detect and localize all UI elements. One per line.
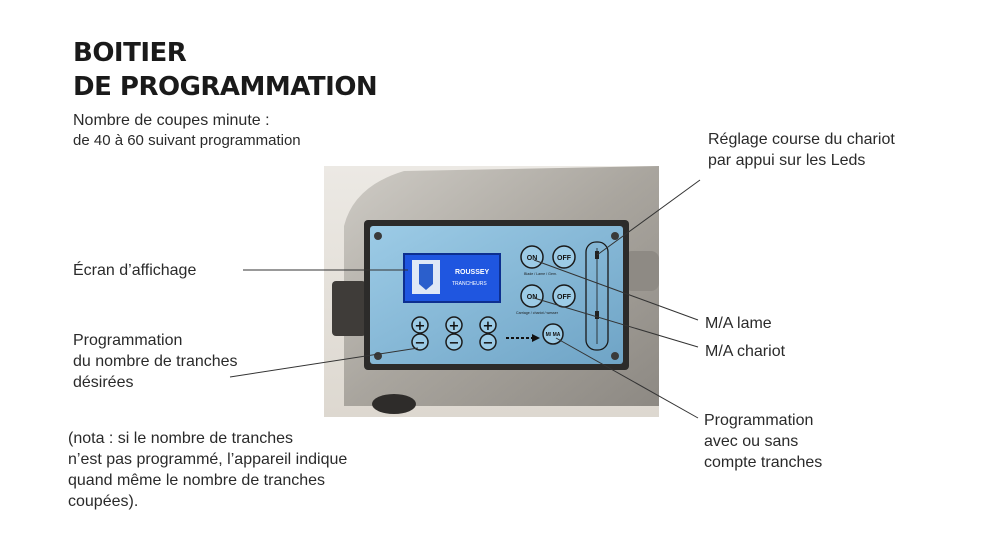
carriage-caption: Carriage / chariot / wesser bbox=[516, 311, 559, 315]
plus-button-3[interactable]: + bbox=[483, 319, 494, 334]
callout-stroke bbox=[596, 179, 701, 256]
blade-on-button[interactable]: ON bbox=[527, 255, 538, 262]
minus-button-1[interactable]: − bbox=[415, 336, 426, 351]
callout-carriage bbox=[533, 297, 699, 348]
label-count-line3: compte tranches bbox=[704, 454, 823, 471]
note-line4: coupées). bbox=[68, 493, 139, 510]
minus-button-3[interactable]: − bbox=[483, 336, 494, 351]
label-blade: M/A lame bbox=[705, 315, 772, 332]
label-carriage: M/A chariot bbox=[705, 343, 786, 360]
label-screen: Écran d’affichage bbox=[73, 262, 197, 279]
minus-button-2[interactable]: − bbox=[449, 336, 460, 351]
control-panel-photo: ROUSSEY TRANCHEURS ON OFF Blade / Lame /… bbox=[324, 166, 659, 417]
carriage-off-button[interactable]: OFF bbox=[557, 294, 572, 301]
lcd-brand: ROUSSEY bbox=[455, 269, 490, 276]
carriage-on-button[interactable]: ON bbox=[527, 294, 538, 301]
label-count-line1: Programmation bbox=[704, 412, 814, 429]
subtitle-line1: Nombre de coupes minute : bbox=[73, 112, 270, 129]
page-title-line2: DE PROGRAMMATION bbox=[73, 72, 378, 102]
plus-button-1[interactable]: + bbox=[415, 319, 426, 334]
lcd-brand-sub: TRANCHEURS bbox=[452, 281, 487, 287]
note-line3: quand même le nombre de tranches bbox=[68, 472, 326, 489]
label-count-line2: avec ou sans bbox=[704, 433, 799, 450]
plus-button-2[interactable]: + bbox=[449, 319, 460, 334]
callout-slices bbox=[229, 347, 419, 378]
label-slices-line1: Programmation bbox=[73, 332, 183, 349]
count-toggle-button[interactable]: M/ MA bbox=[546, 332, 561, 338]
blade-off-button[interactable]: OFF bbox=[557, 255, 572, 262]
callout-count bbox=[555, 337, 699, 419]
subtitle-line2: de 40 à 60 suivant programmation bbox=[73, 132, 301, 149]
label-slices-line3: désirées bbox=[73, 374, 134, 391]
blade-caption: Blade / Lame / Gem. bbox=[524, 272, 557, 276]
label-stroke-line1: Réglage course du chariot bbox=[708, 131, 895, 148]
note-line2: n’est pas programmé, l’appareil indique bbox=[68, 451, 348, 468]
label-slices-line2: du nombre de tranches bbox=[73, 353, 238, 370]
label-stroke-line2: par appui sur les Leds bbox=[708, 152, 866, 169]
page-title-line1: BOITIER bbox=[73, 38, 187, 68]
callout-blade bbox=[533, 259, 699, 321]
note-line1: (nota : si le nombre de tranches bbox=[68, 430, 294, 447]
